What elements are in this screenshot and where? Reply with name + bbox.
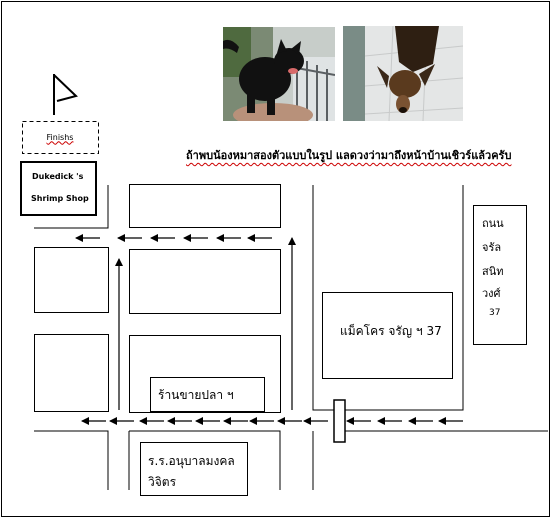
shrimp-shop-box [20,161,97,216]
fish-shop-box [150,377,265,412]
flag-icon [53,74,78,115]
road-name-line: วงศ์ [482,287,501,300]
road-name-line: จรัล [482,241,502,254]
block-left-top [34,185,109,229]
road-name-line: ถนน [482,217,504,230]
makro-box [322,292,453,379]
block-center-top [129,184,281,228]
shop-name: Dukedick 's [32,172,84,181]
block-right-upper-left [312,185,334,411]
block-center-bottom [129,430,281,490]
finish-label: Finishs [46,132,74,142]
fish-shop-label: ร้านขายปลา ฯ [158,388,234,402]
brown-dog-icon [377,26,439,113]
block-left-middle [34,247,109,313]
makro-label: แม็คโคร จรัญ ฯ 37 [340,324,442,338]
road-number: 37 [489,308,501,318]
block-left-bottom [34,430,109,490]
black-dog-icon [223,39,304,115]
school-label-line2: วิจิตร [148,475,177,489]
block-center-lower [129,335,281,413]
notice-text: ถ้าพบน้องหมาสองตัวแบบในรูป แลดวงว่ามาถึง… [186,149,512,162]
block-left-lower [34,334,109,412]
block-right-upper-right [345,185,464,411]
road-barrier [333,399,346,443]
shop-type: Shrimp Shop [31,194,89,203]
school-label: ร.ร.อนุบาลมงคล [148,454,235,468]
road-name-line: สนิท [482,265,504,278]
finish-box [22,121,99,154]
road-name-box [473,205,527,345]
brown-dog-photo [343,26,463,121]
black-dog-photo [223,27,335,121]
block-center-middle [129,249,281,314]
school-box [140,442,248,496]
